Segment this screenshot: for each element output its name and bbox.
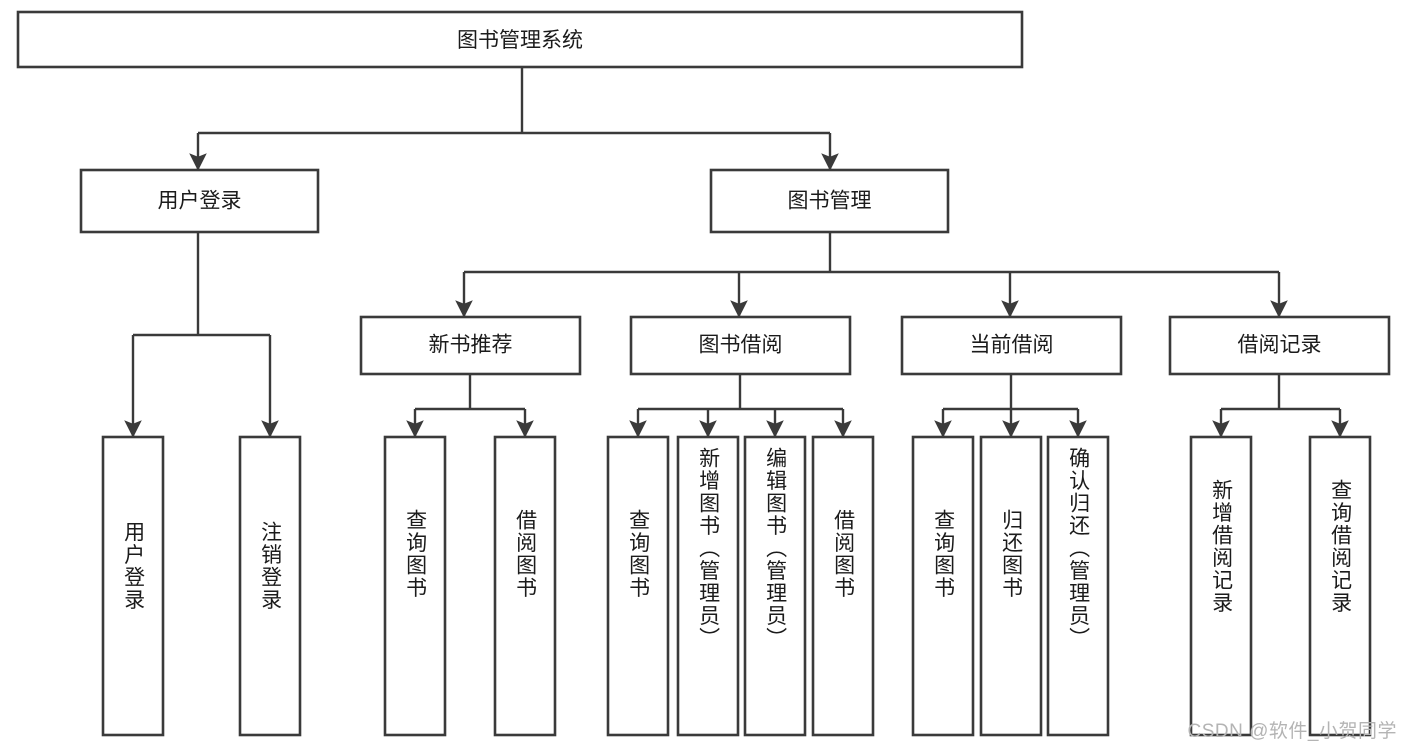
node-book-borrow-label: 图书借阅 — [699, 334, 783, 357]
node-new-book-recommend-label: 新书推荐 — [429, 334, 513, 357]
node-user-login-box[interactable] — [79, 168, 320, 234]
leaf-boxes — [101, 435, 1372, 737]
leaf-box-current-borrow-0[interactable] — [911, 435, 975, 737]
node-book-management[interactable]: 图书管理 — [709, 168, 950, 234]
leaf-box-current-borrow-2[interactable] — [1046, 435, 1110, 737]
node-book-borrow-box[interactable] — [629, 315, 852, 376]
node-root[interactable]: 图书管理系统 — [16, 10, 1024, 69]
leaf-box-new-book-0[interactable] — [383, 435, 447, 737]
node-new-book-recommend[interactable]: 新书推荐 — [359, 315, 582, 376]
connector-group-current-borrow — [934, 374, 1087, 438]
leaf-box-user-login-0[interactable] — [101, 435, 165, 737]
leaf-box-book-borrow-1[interactable] — [676, 435, 740, 737]
leaf-box-book-borrow-2[interactable] — [743, 435, 807, 737]
connector-group-book-borrow — [629, 374, 852, 438]
connector-group-user-login — [124, 232, 279, 438]
connector-group-borrow-record — [1212, 374, 1349, 438]
node-book-management-box[interactable] — [709, 168, 950, 234]
connector-group-root — [189, 67, 839, 171]
leaf-box-user-login-1[interactable] — [238, 435, 302, 737]
leaf-box-current-borrow-1[interactable] — [979, 435, 1043, 737]
node-borrow-record-label: 借阅记录 — [1238, 334, 1322, 357]
node-book-management-label: 图书管理 — [788, 190, 872, 213]
leaf-box-book-borrow-3[interactable] — [811, 435, 875, 737]
connector-group-book-mgmt — [455, 232, 1288, 318]
node-book-borrow[interactable]: 图书借阅 — [629, 315, 852, 376]
node-borrow-record-box[interactable] — [1168, 315, 1391, 376]
node-current-borrow[interactable]: 当前借阅 — [900, 315, 1123, 376]
node-user-login[interactable]: 用户登录 — [79, 168, 320, 234]
leaf-box-borrow-record-0[interactable] — [1189, 435, 1253, 737]
node-user-login-label: 用户登录 — [158, 190, 242, 213]
node-borrow-record[interactable]: 借阅记录 — [1168, 315, 1391, 376]
node-root-label: 图书管理系统 — [457, 29, 583, 52]
node-current-borrow-label: 当前借阅 — [970, 334, 1054, 357]
connector-group-new-book — [406, 374, 534, 438]
leaf-box-new-book-1[interactable] — [493, 435, 557, 737]
leaf-box-borrow-record-1[interactable] — [1308, 435, 1372, 737]
node-new-book-recommend-box[interactable] — [359, 315, 582, 376]
leaf-box-book-borrow-0[interactable] — [606, 435, 670, 737]
node-root-box[interactable] — [16, 10, 1024, 69]
node-current-borrow-box[interactable] — [900, 315, 1123, 376]
